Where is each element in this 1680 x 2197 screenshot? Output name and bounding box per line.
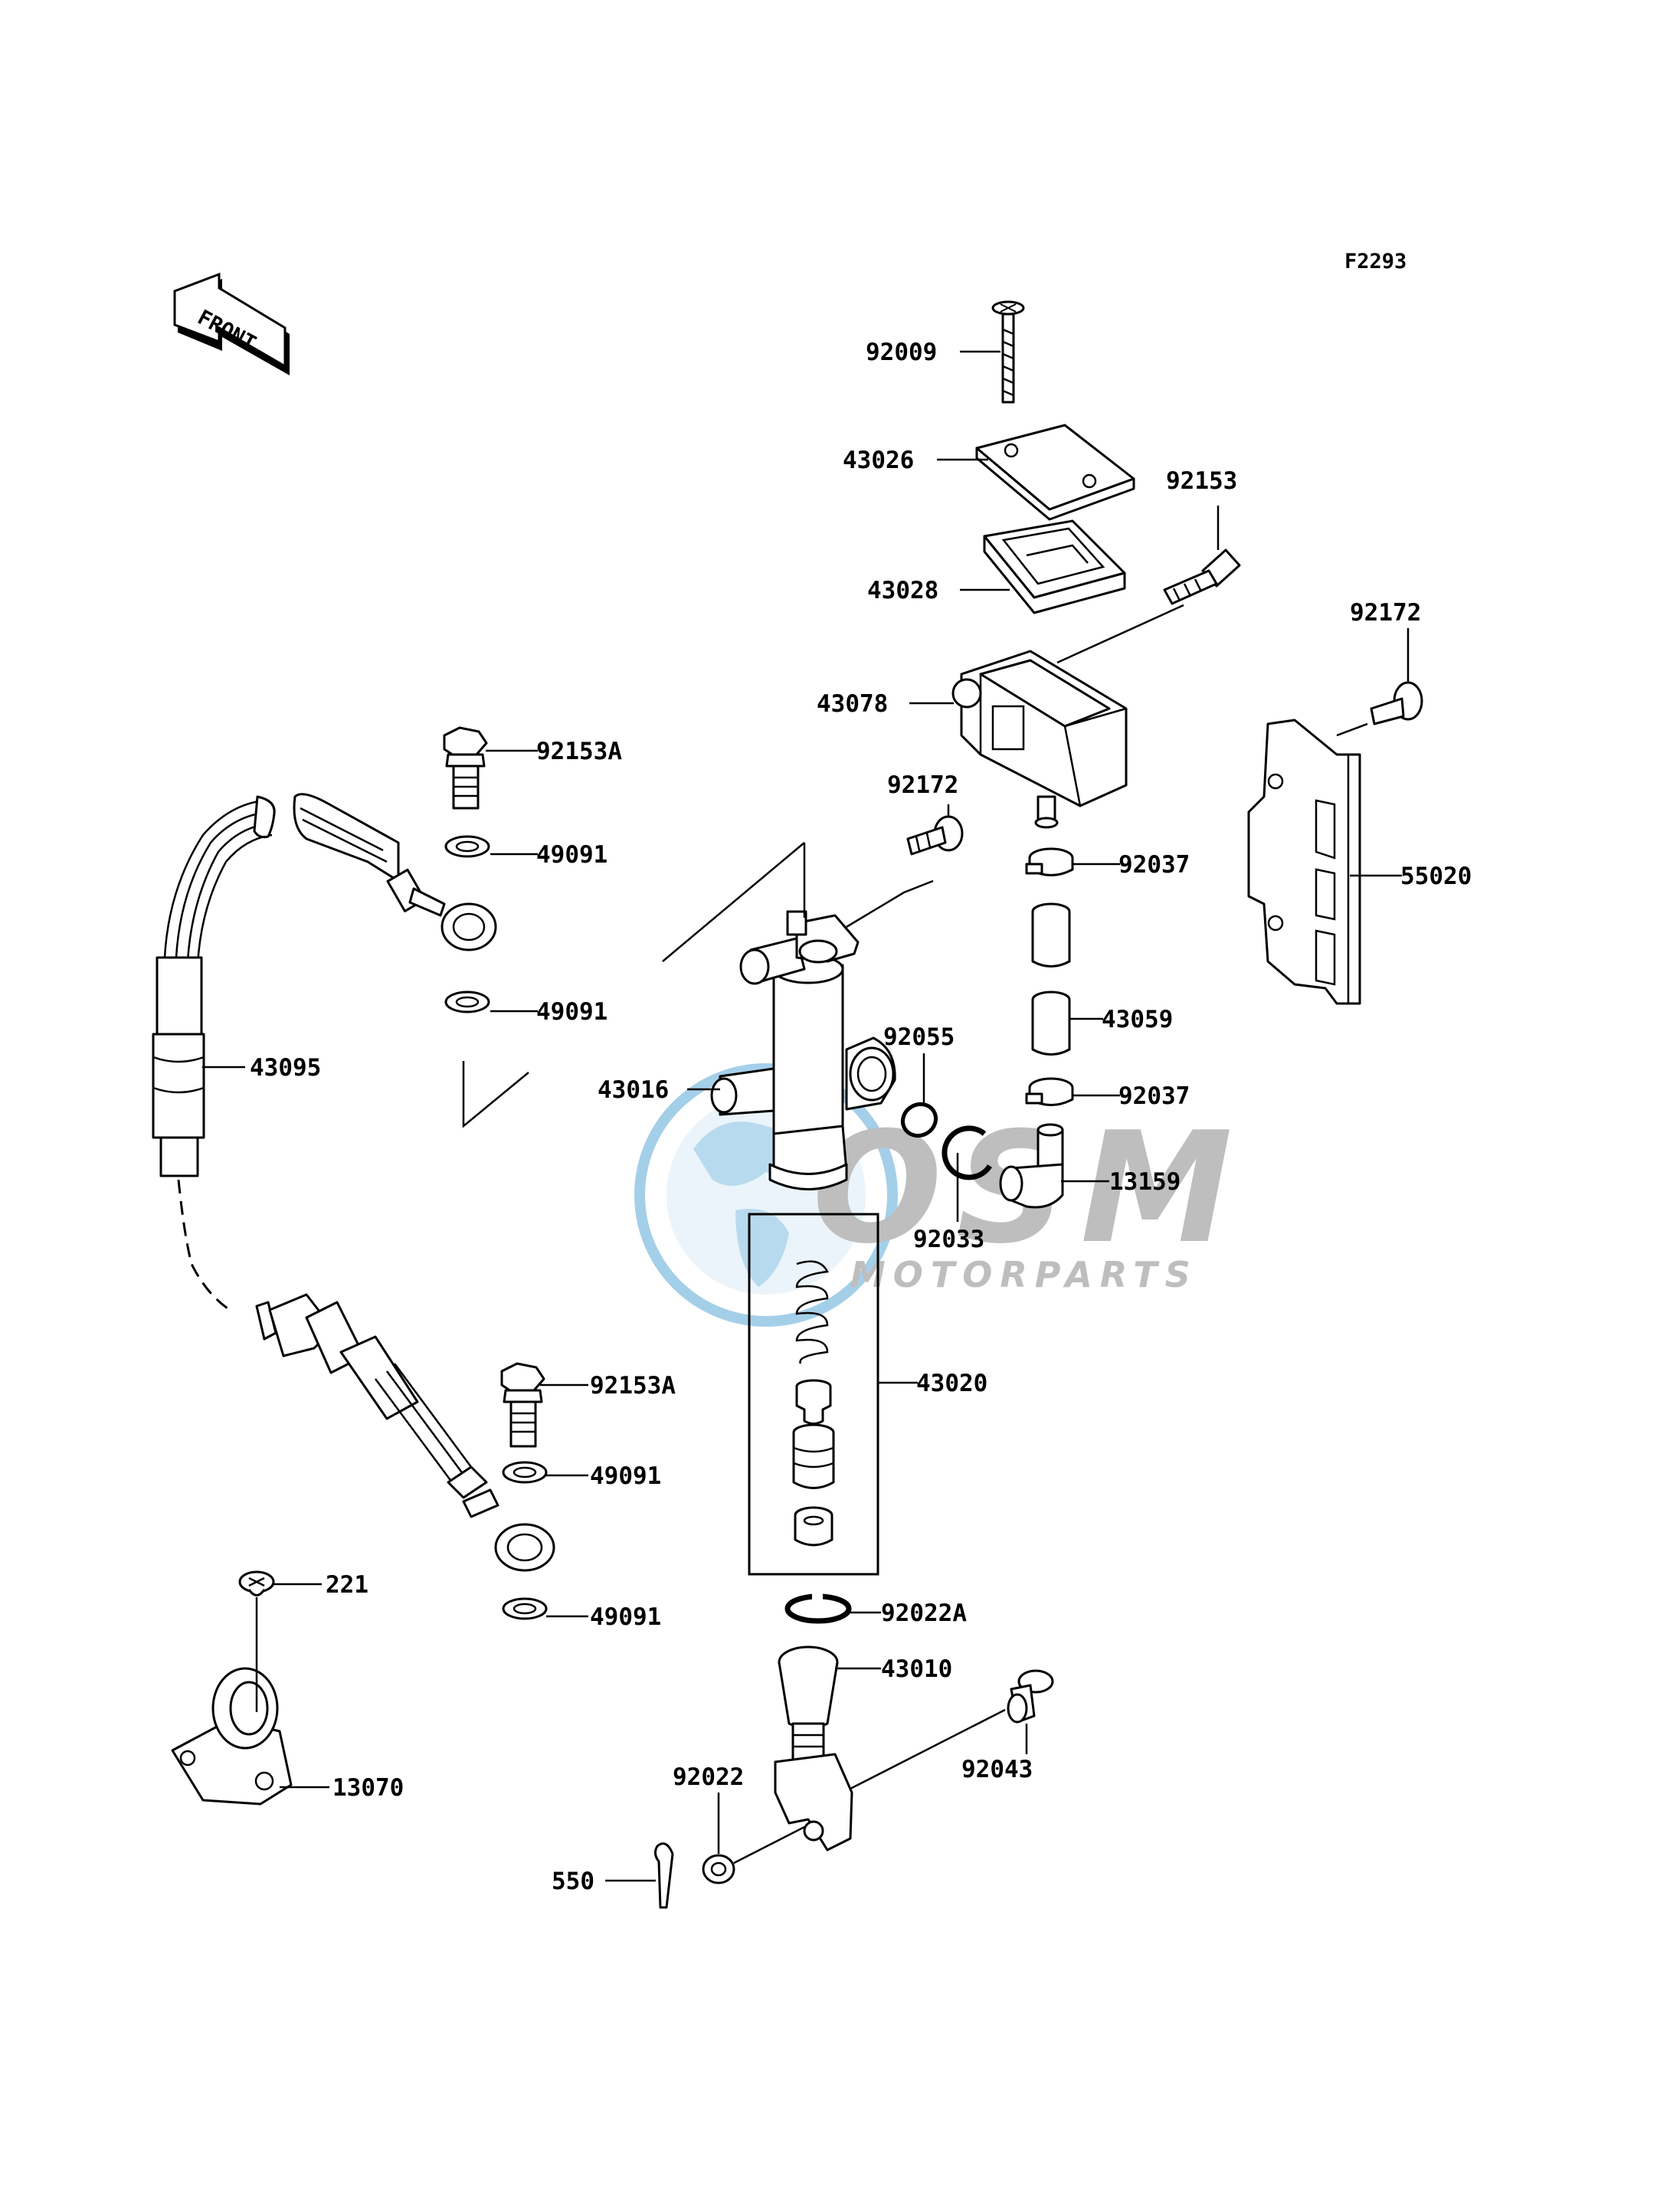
leader-lines [202,350,1410,1882]
part-label: 43026 [843,447,914,474]
part-label: 92009 [866,339,937,366]
part-label: 43059 [1102,1006,1173,1033]
part-label: 92153A [536,738,622,765]
part-label: 92022 [673,1763,744,1791]
part-13159-elbow [999,1123,1064,1209]
part-43028-diaphragm [983,519,1126,614]
part-92037-clamp-upper [1025,847,1074,876]
part-label: 92172 [887,771,958,799]
part-labels: 92009 43026 92153 43028 92172 43078 9215… [250,339,1472,1895]
part-label: 92022A [881,1599,967,1627]
part-92172-bolt-center [906,815,964,856]
part-55020-guard [1247,719,1361,1005]
part-label: 43078 [817,690,888,718]
part-92022A-snap-ring [784,1590,852,1624]
part-43010-push-rod [774,1645,853,1852]
part-label: 43016 [598,1076,669,1104]
part-92009-screw [991,300,1025,404]
part-13070-bracket [171,1667,293,1806]
part-label: 13159 [1109,1168,1181,1196]
diagram-code: F2293 [1344,250,1407,273]
part-label: 92055 [883,1023,955,1051]
part-43095-brake-hose [152,793,555,1572]
part-label: 43028 [867,577,938,604]
part-label: 49091 [536,841,607,869]
part-label: 43095 [250,1054,321,1082]
part-label: 49091 [590,1462,661,1490]
part-92043-pin [1007,1669,1054,1724]
part-label: 221 [326,1571,368,1599]
part-label: 92172 [1350,599,1421,627]
part-label: 43020 [916,1370,987,1397]
part-label: 92153A [590,1372,676,1400]
part-label: 92153 [1166,467,1237,495]
part-43026-reservoir-cap [975,424,1135,521]
part-label: 49091 [536,998,607,1026]
part-92037-clamp-lower [1025,1077,1074,1106]
part-49091-washer-1 [444,835,490,858]
part-92153-bolt [1163,548,1241,605]
part-label: 13070 [332,1774,404,1802]
part-49091-washer-2 [444,990,490,1013]
part-92033-circlip [942,1125,992,1180]
part-43016-master-cylinder [710,910,896,1190]
part-label: 55020 [1400,863,1472,890]
part-92055-o-ring [900,1102,938,1138]
part-92172-bolt-right [1370,681,1423,725]
part-92153A-banjo-bolt-lower [500,1362,545,1448]
part-label: 92037 [1118,851,1190,879]
part-550-cotter-pin [653,1842,674,1909]
part-label: 92037 [1118,1082,1190,1110]
watermark-subtitle: MOTORPARTS [850,1254,1198,1295]
part-43020-piston-kit [748,1213,879,1576]
part-label: 550 [552,1868,594,1895]
part-92022-washer [702,1854,735,1884]
part-label: 92043 [961,1756,1033,1783]
assembly-lines [255,604,1368,1865]
part-label: 43010 [881,1655,952,1683]
front-arrow-icon: FRONT [173,272,290,375]
part-43059-hose [1031,902,1071,1056]
part-92153A-banjo-bolt-upper [443,726,488,810]
part-49091-washer-3 [502,1461,548,1484]
part-43078-reservoir [951,650,1128,829]
part-label: 49091 [590,1603,661,1631]
part-label: 92033 [913,1226,984,1253]
part-221-screw [238,1570,275,1596]
part-49091-washer-4 [502,1597,548,1620]
